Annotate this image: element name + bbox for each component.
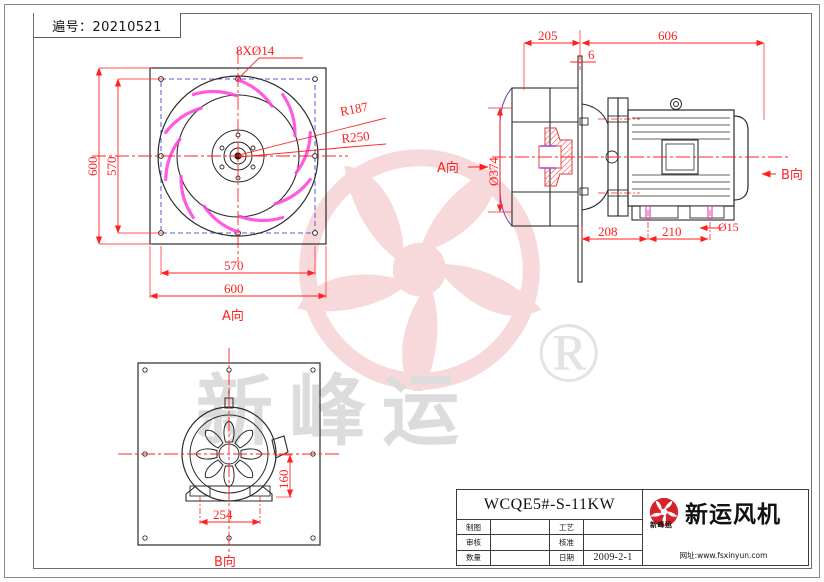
row-label-quantity: 数量 xyxy=(457,550,491,565)
title-block: WCQE5#-S-11KW 制图 工艺 审核 核准 数量 xyxy=(456,489,809,566)
row-value-approve[interactable] xyxy=(584,535,642,549)
company-fan-logo-icon xyxy=(649,497,679,527)
row-value-quantity[interactable] xyxy=(491,550,550,565)
row-value-date[interactable]: 2009-2-1 xyxy=(593,552,633,564)
row-label-drafter: 制图 xyxy=(457,520,491,535)
table-row: 数量 日期 2009-2-1 xyxy=(457,550,642,565)
row-label-review: 审核 xyxy=(457,535,491,550)
table-row: 制图 工艺 xyxy=(457,520,642,536)
side-dim-6-text: 6 xyxy=(588,47,595,62)
drawing-code-text: 遍号：20210521 xyxy=(52,19,162,35)
bottom-dim-160-text: 160 xyxy=(276,470,291,490)
front-r250-text: R250 xyxy=(341,128,371,146)
side-view-label-a-text: A向 xyxy=(437,160,459,176)
title-block-brand: 新运风机 新峰运 网址:www.fsxinyun.com xyxy=(643,490,808,565)
front-view-group: 8XØ14 R187 R250 600 570 570 xyxy=(85,43,387,324)
front-hole-callout-text: 8XØ14 xyxy=(236,43,275,58)
row-label-approve: 核准 xyxy=(550,535,584,550)
side-dim-d374-text: Ø374 xyxy=(486,157,501,186)
front-view-label-text: A向 xyxy=(222,308,244,324)
title-block-left: WCQE5#-S-11KW 制图 工艺 审核 核准 数量 xyxy=(457,490,643,565)
row-label-process: 工艺 xyxy=(550,520,584,535)
front-r187-text: R187 xyxy=(339,99,370,119)
row-value-process[interactable] xyxy=(584,520,642,534)
side-dim-205-text: 205 xyxy=(538,28,558,43)
front-dim-570-v-text: 570 xyxy=(104,157,119,177)
row-value-drafter[interactable] xyxy=(491,520,550,535)
title-block-grid: 制图 工艺 审核 核准 数量 日期 2009-2-1 xyxy=(457,520,642,565)
side-dim-d15-text: Ø15 xyxy=(718,220,739,234)
side-dim-208-text: 208 xyxy=(598,224,618,239)
sheet-border-inner xyxy=(33,13,812,569)
model-cell: WCQE5#-S-11KW xyxy=(457,490,642,520)
row-label-date: 日期 xyxy=(550,550,584,565)
brand-sub-text: 新峰运 xyxy=(650,521,673,529)
front-dim-600-h-text: 600 xyxy=(224,281,244,296)
brand-row: 新运风机 xyxy=(649,495,781,529)
brand-name-text: 新运风机 xyxy=(685,502,781,528)
side-dim-210-text: 210 xyxy=(662,224,682,239)
table-row: 审核 核准 xyxy=(457,535,642,551)
front-dim-570-h-text: 570 xyxy=(224,258,244,273)
side-dim-606-text: 606 xyxy=(658,28,678,43)
side-view-label-b-text: B向 xyxy=(781,167,803,183)
sheet-border-outer xyxy=(4,4,820,578)
bottom-dim-254-text: 254 xyxy=(213,507,233,522)
bottom-view-label-text: B向 xyxy=(214,554,236,570)
bottom-view-group: 254 160 B向 xyxy=(118,348,340,570)
row-value-review[interactable] xyxy=(491,535,550,550)
drawing-code-box: 遍号：20210521 xyxy=(34,13,181,38)
model-text: WCQE5#-S-11KW xyxy=(483,495,616,513)
side-view-group: A向 B向 205 606 6 Ø374 xyxy=(437,28,803,283)
front-dim-600-v-text: 600 xyxy=(85,157,100,177)
brand-url-text: 网址:www.fsxinyun.com xyxy=(679,551,768,560)
